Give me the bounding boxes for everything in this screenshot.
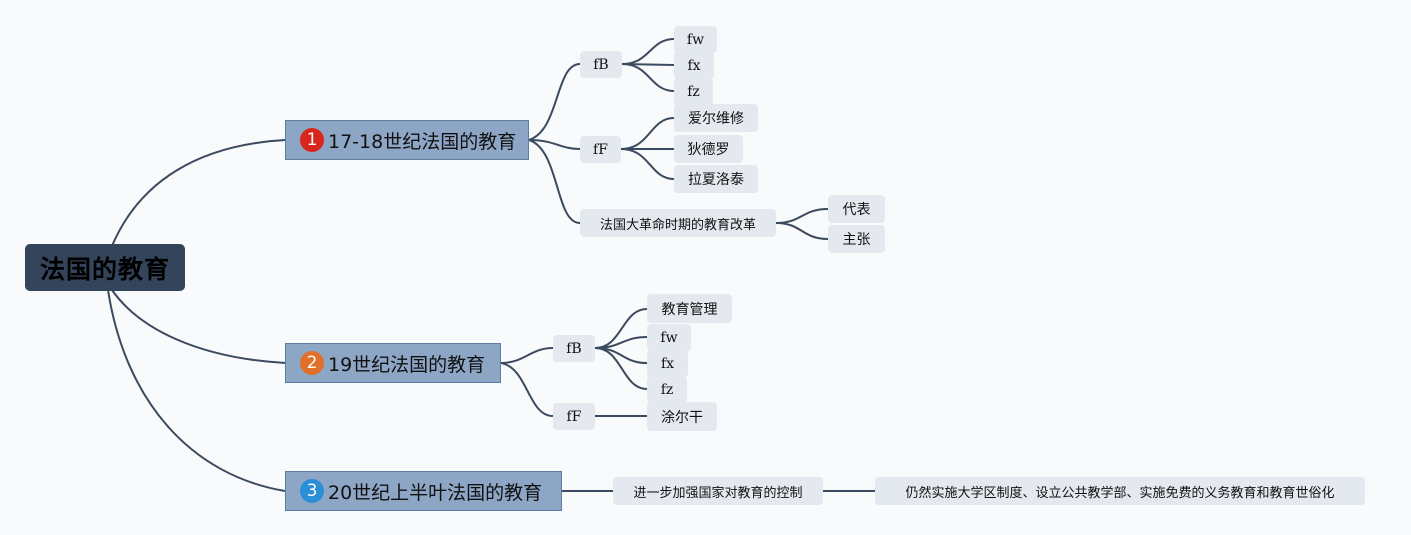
link-b1-fb xyxy=(528,63,581,141)
leaf-b1-fb-fz[interactable]: fz xyxy=(674,78,713,105)
number-1-icon: 1 xyxy=(300,128,324,152)
link-b1-ff xyxy=(528,139,581,150)
link-root-b2 xyxy=(111,289,286,364)
link-b2-fb xyxy=(500,347,554,364)
subtopic-b1-ff[interactable]: fF xyxy=(580,136,621,163)
leaf-b1-ff-2[interactable]: 狄德罗 xyxy=(674,135,743,163)
leaf-b2-fb-fw[interactable]: fw xyxy=(647,324,691,351)
leaf-b2-ff-1[interactable]: 涂尔干 xyxy=(647,402,717,431)
leaf-b1-fb-fx[interactable]: fx xyxy=(674,52,714,79)
leaf-b2-fb-fz[interactable]: fz xyxy=(647,376,687,403)
branch-topic-2[interactable]: 2 19世纪法国的教育 xyxy=(285,343,501,383)
link-root-b3 xyxy=(107,289,286,492)
subtopic-b1-fb[interactable]: fB xyxy=(580,51,622,78)
leaf-b2-fb-fx[interactable]: fx xyxy=(647,350,688,377)
branch-topic-3[interactable]: 3 20世纪上半叶法国的教育 xyxy=(285,471,562,511)
number-2-icon: 2 xyxy=(300,351,324,375)
leaf-b1-fb-fw[interactable]: fw xyxy=(674,26,717,53)
leaf-b2-fb-1[interactable]: 教育管理 xyxy=(647,294,732,323)
subtopic-b2-fb[interactable]: fB xyxy=(553,335,595,362)
leaf-b1-rev-1[interactable]: 代表 xyxy=(828,195,885,223)
subtopic-b1-revolution[interactable]: 法国大革命时期的教育改革 xyxy=(580,209,776,237)
subtopic-b3-control[interactable]: 进一步加强国家对教育的控制 xyxy=(613,477,823,505)
subtopic-b2-ff[interactable]: fF xyxy=(553,403,595,430)
central-topic[interactable]: 法国的教育 xyxy=(25,244,185,291)
number-3-icon: 3 xyxy=(300,479,324,503)
branch-topic-1[interactable]: 1 17-18世纪法国的教育 xyxy=(285,120,529,160)
link-b2-ff xyxy=(500,362,554,417)
leaf-b1-ff-3[interactable]: 拉夏洛泰 xyxy=(674,165,758,193)
leaf-b3-detail[interactable]: 仍然实施大学区制度、设立公共教学部、实施免费的义务教育和教育世俗化 xyxy=(875,477,1365,505)
leaf-b1-ff-1[interactable]: 爱尔维修 xyxy=(674,104,758,132)
leaf-b1-rev-2[interactable]: 主张 xyxy=(828,225,885,253)
link-b1-rev xyxy=(528,139,581,224)
branch-1-label: 17-18世纪法国的教育 xyxy=(328,130,517,153)
link-root-b1 xyxy=(111,139,286,247)
branch-2-label: 19世纪法国的教育 xyxy=(328,353,486,376)
branch-3-label: 20世纪上半叶法国的教育 xyxy=(328,481,543,504)
